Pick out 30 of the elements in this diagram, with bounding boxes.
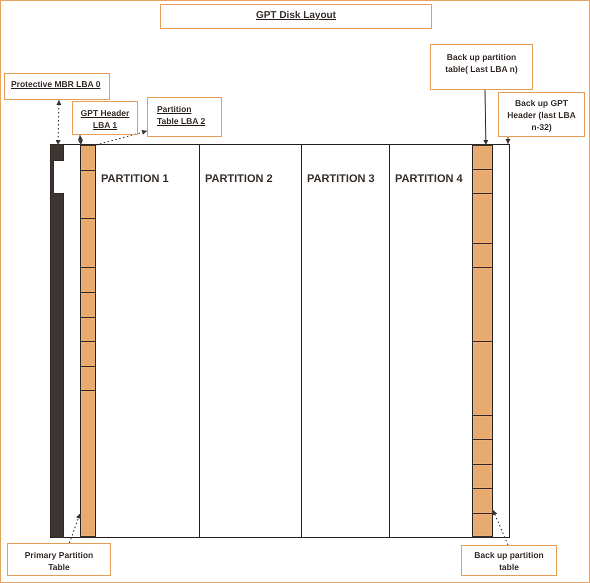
leader-line: [492, 510, 508, 546]
partition-label: PARTITION 4: [395, 173, 463, 186]
partition-label: PARTITION 3: [307, 173, 375, 186]
callout-box: [430, 44, 533, 90]
arrow: [483, 90, 488, 146]
arrow: [78, 134, 83, 146]
callout-label: Back up partition table( Last LBA n): [444, 51, 519, 75]
callout-box: [498, 92, 585, 137]
leader-line: [56, 100, 62, 146]
leader-line: [96, 130, 148, 146]
callout-label: Primary Partition Table: [24, 549, 94, 573]
diagram-title: GPT Disk Layout: [160, 4, 432, 29]
callout-box: [4, 73, 110, 100]
callout-box: [7, 543, 111, 576]
mbr-block: [51, 145, 64, 537]
disk-outline: [50, 144, 510, 538]
partition-label: PARTITION 1: [101, 173, 169, 186]
callout-label: GPT Header LBA 1: [80, 107, 130, 131]
callout-label: Back up partition table: [473, 549, 545, 573]
callout-box: [72, 101, 138, 135]
arrow: [506, 136, 510, 144]
leader-line: [68, 513, 81, 544]
partition-table-strip: [80, 145, 96, 537]
callout-box: [461, 545, 557, 576]
backup-partition-table-strip: [472, 145, 493, 537]
callout-label: Back up GPT Header (last LBA n-32): [506, 97, 577, 133]
partition-label: PARTITION 2: [205, 173, 273, 186]
callout-label: Protective MBR LBA 0: [11, 78, 102, 90]
callout-label: Partition Table LBA 2: [157, 103, 206, 127]
callout-box: [147, 97, 222, 137]
